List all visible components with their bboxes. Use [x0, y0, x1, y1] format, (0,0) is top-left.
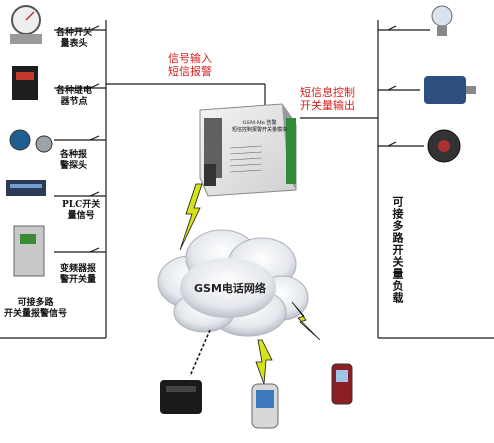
relay-icon	[12, 66, 38, 100]
label-sms-control: 短信息控制开关量输出	[300, 86, 355, 112]
network-label: GSM电话网络	[194, 282, 266, 295]
pda-phone-icon	[251, 383, 279, 429]
label-alarm-probe: 各种报警探头	[60, 150, 88, 171]
module-panel-text: GSM-Me 告警短信控制报警开关量模块	[232, 120, 288, 133]
label-relay-node: 各种继电器节点	[56, 86, 93, 107]
desk-phone-icon	[160, 380, 202, 414]
phone-link	[189, 329, 211, 377]
label-multi-alarm-input: 可接多路开关量报警信号	[4, 298, 68, 319]
label-switch-meter: 各种开关量表头	[56, 28, 93, 49]
label-inverter-alarm: 变频器报警开关量	[60, 264, 97, 285]
electric-motor-icon	[424, 76, 476, 104]
mobile-phone-icon	[331, 363, 353, 405]
label-signal-input: 信号输入短信报警	[168, 52, 212, 78]
inverter-icon	[13, 225, 45, 277]
exhaust-fan-icon	[427, 129, 461, 163]
pressure-gauge-icon	[10, 5, 42, 44]
right-bus-wire	[300, 20, 494, 339]
label-plc-signal: PLC开关量信号	[62, 200, 101, 221]
light-bulb-icon	[431, 5, 453, 36]
alarm-probe-icon	[9, 129, 53, 153]
plc-module-icon	[6, 180, 46, 196]
gsm-control-module	[199, 103, 297, 197]
lightning-bolts	[179, 183, 321, 385]
gsm-network-cloud	[157, 229, 309, 337]
label-multi-load: 可接多路开关量负载	[391, 196, 404, 304]
